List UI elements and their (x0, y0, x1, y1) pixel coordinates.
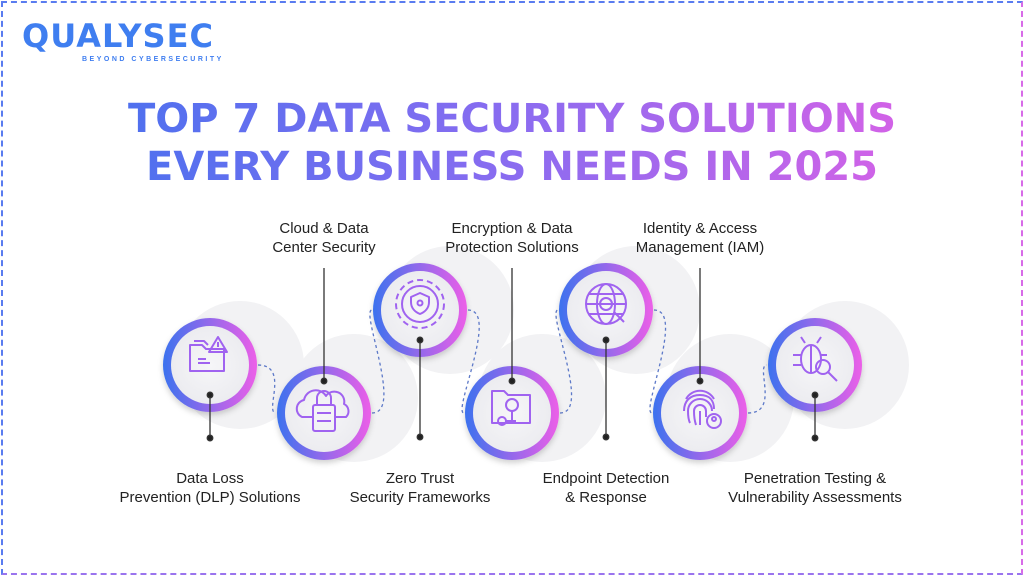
cloud-lock-icon (295, 389, 350, 432)
label-line-1: Data Loss (176, 470, 244, 487)
fingerprint-user-icon (683, 389, 722, 429)
label-line-2: Prevention (DLP) Solutions (119, 489, 301, 506)
label-line-1: Cloud & Data (279, 220, 369, 237)
label-line-1: Zero Trust (385, 470, 455, 487)
solution-label-5: Endpoint Detection & Response (543, 469, 670, 507)
label-line-1: Identity & Access (642, 220, 758, 237)
qualysec-logo: QUALYSEC BEYOND CYBERSECURITY (22, 18, 224, 64)
solution-node-2 (277, 366, 371, 460)
folder-key-icon (491, 390, 531, 426)
solution-node-4 (465, 366, 559, 460)
globe-search-icon (585, 283, 627, 325)
logo-name: QUALYSEC (22, 17, 214, 55)
label-line-2: Vulnerability Assessments (728, 489, 902, 506)
solution-node-5 (559, 263, 653, 357)
solution-node-6 (653, 366, 747, 460)
label-line-1: Endpoint Detection (542, 470, 670, 487)
gear-shield-icon (395, 279, 445, 329)
label-line-2: Security Frameworks (349, 489, 491, 506)
label-line-2: Protection Solutions (445, 239, 579, 256)
logo-tagline: BEYOND CYBERSECURITY (82, 56, 224, 63)
solution-node-3 (373, 263, 467, 357)
label-line-2: Management (IAM) (635, 239, 765, 256)
solution-node-7 (768, 318, 862, 412)
label-line-1: Encryption & Data (451, 220, 573, 237)
label-line-2: & Response (565, 489, 647, 506)
bug-search-icon (793, 336, 838, 382)
solution-label-7: Penetration Testing & Vulnerability Asses… (728, 469, 902, 507)
label-line-2: Center Security (272, 239, 376, 256)
solution-node-1 (163, 318, 257, 412)
label-line-1: Penetration Testing & (743, 470, 887, 487)
folder-warning-icon (189, 336, 228, 372)
title-line-2: EVERY BUSINESS NEEDS IN 2025 (0, 143, 1024, 191)
title-line-1: TOP 7 DATA SECURITY SOLUTIONS (0, 95, 1024, 143)
